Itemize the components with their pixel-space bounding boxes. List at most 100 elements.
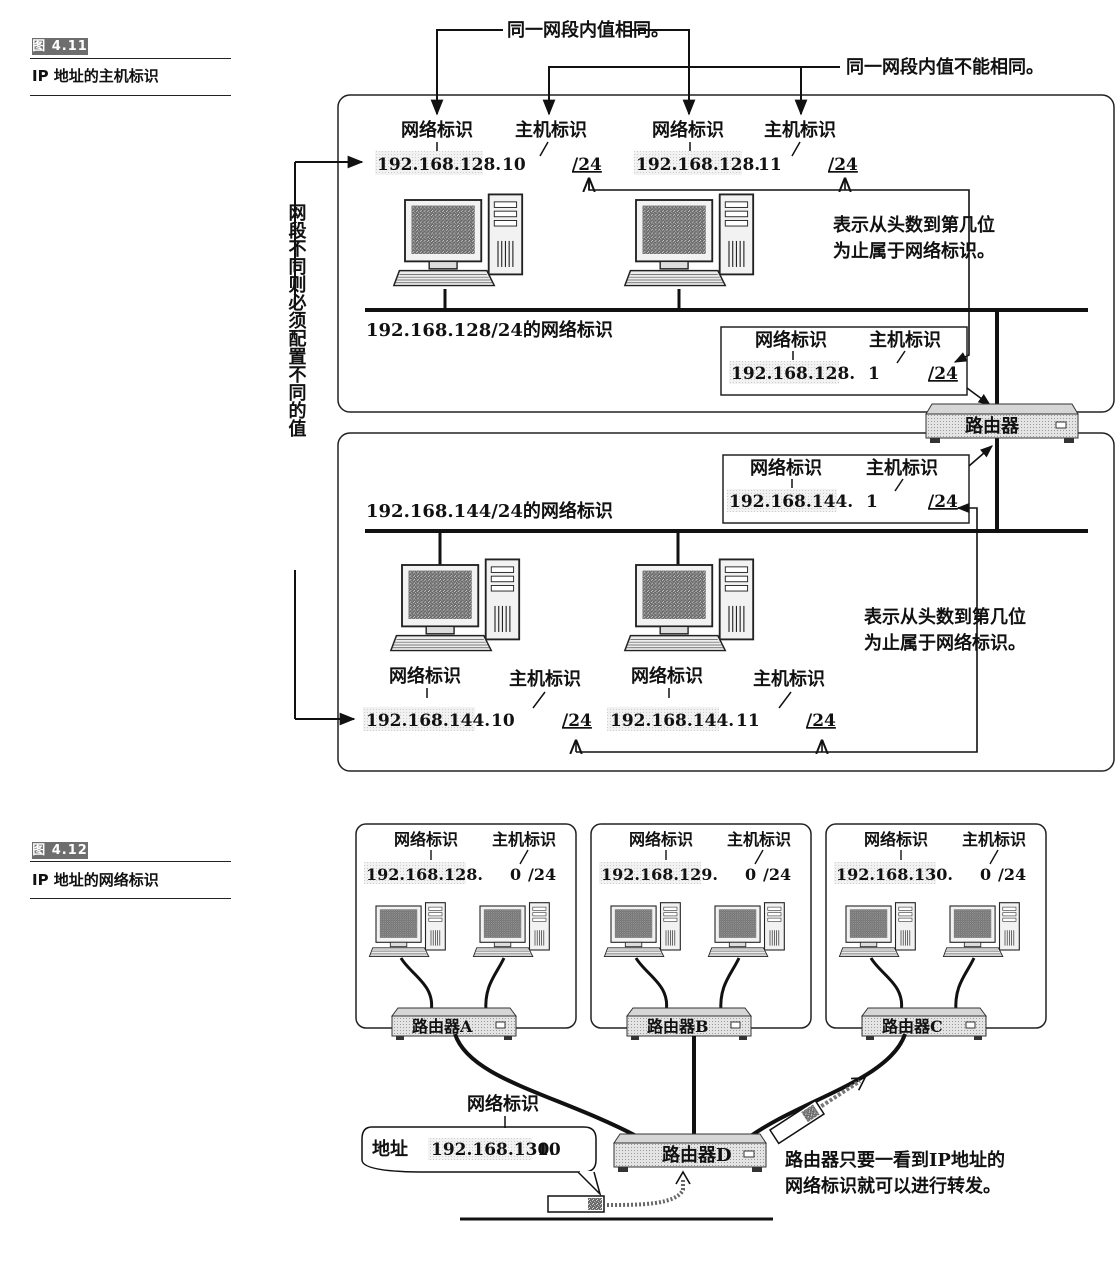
upper-pc1-host-label: 主机标识 xyxy=(515,119,587,141)
network-address: 192.168.128. xyxy=(366,865,483,884)
link-a-d xyxy=(453,1033,641,1140)
up-arrow xyxy=(675,1170,691,1185)
upper-router-net: 192.168.128. xyxy=(731,364,855,384)
upper-router-net-label: 网络标识 xyxy=(755,329,827,351)
network-box: 网络标识 主机标识 192.168.128. 0/24 路由器A xyxy=(355,823,577,1040)
caption-rule xyxy=(30,898,231,899)
upper-pc2-host-label: 主机标识 xyxy=(764,119,836,141)
prefix: /24 xyxy=(998,865,1026,884)
network-address: 192.168.129. xyxy=(601,865,718,884)
side-bracket xyxy=(294,155,364,726)
upper-router-host: 1 xyxy=(868,364,880,384)
note-same: 同一网段内值相同。 xyxy=(507,19,669,41)
prefix: /24 xyxy=(528,865,556,884)
host-label: 主机标识 xyxy=(492,830,556,849)
link-c-d xyxy=(746,1033,907,1140)
forward-note-2: 网络标识就可以进行转发。 xyxy=(785,1175,1001,1197)
network-address: 192.168.130. xyxy=(836,865,953,884)
lower-router-host: 1 xyxy=(866,492,878,512)
upper-pc2-host: 11 xyxy=(758,155,782,175)
prefix-note-upper-2: 为止属于网络标识。 xyxy=(833,240,995,262)
computer-icon xyxy=(603,902,681,958)
lower-pc2-net-label: 网络标识 xyxy=(631,665,703,687)
side-note: 网段不同则必须配置不同的值 xyxy=(286,203,308,438)
packet-icon xyxy=(547,1195,605,1213)
upper-pc2-net-label: 网络标识 xyxy=(652,119,724,141)
caption-rule xyxy=(30,58,231,59)
diff-value-bracket xyxy=(542,66,840,116)
router-icon xyxy=(925,403,1079,443)
lower-pc2-net: 192.168.144. xyxy=(610,711,734,731)
lower-pc1-net: 192.168.144. xyxy=(366,711,490,731)
figure-4-12-caption: IP 地址的网络标识 xyxy=(32,871,159,889)
lower-pc2-host: 11 xyxy=(736,711,760,731)
upper-pc2-prefix: /24 xyxy=(828,155,858,175)
lower-router-host-label: 主机标识 xyxy=(866,457,938,479)
lower-router-if-box xyxy=(722,454,970,524)
net-label: 网络标识 xyxy=(629,830,693,849)
computer-icon xyxy=(368,902,446,958)
computer-icon xyxy=(392,193,524,287)
upper-pc1-host: 10 xyxy=(502,155,526,175)
computer-icon xyxy=(838,902,916,958)
upper-segment-frame xyxy=(337,94,1115,413)
lower-segment-frame xyxy=(337,432,1115,772)
lower-router-prefix: /24 xyxy=(928,492,958,512)
upper-pc2-net: 192.168.128. xyxy=(636,155,760,175)
upper-segment-label: 192.168.128/24的网络标识 xyxy=(366,319,613,341)
router-label: 路由器C xyxy=(882,1017,943,1036)
address-host: 10 xyxy=(537,1140,561,1160)
note-diff: 同一网段内值不能相同。 xyxy=(846,56,1044,78)
host-zero: 0 xyxy=(745,865,756,884)
address-net-label: 网络标识 xyxy=(467,1093,539,1115)
host-label: 主机标识 xyxy=(727,830,791,849)
lower-pc2-host-label: 主机标识 xyxy=(753,668,825,690)
router-d-icon xyxy=(613,1133,767,1172)
figure-4-11-number: 图 4.11 xyxy=(32,38,88,55)
same-value-bracket xyxy=(430,29,696,116)
router-label: 路由器A xyxy=(412,1017,473,1036)
caption-rule xyxy=(30,861,231,862)
upper-pc1-net-label: 网络标识 xyxy=(401,119,473,141)
router-d-label: 路由器D xyxy=(662,1144,732,1166)
upper-router-host-label: 主机标识 xyxy=(869,329,941,351)
forwarded-packet-icon xyxy=(768,1077,867,1145)
figure-4-11-caption: IP 地址的主机标识 xyxy=(32,67,159,85)
address-net: 192.168.130. xyxy=(431,1140,555,1160)
host-zero: 0 xyxy=(980,865,991,884)
lower-router-net: 192.168.144. xyxy=(729,492,853,512)
lower-pc1-host: 10 xyxy=(491,711,515,731)
address-label: 地址 xyxy=(372,1138,408,1160)
caption-rule xyxy=(30,95,231,96)
prefix-note-lower-2: 为止属于网络标识。 xyxy=(864,632,1026,654)
upper-pc1-prefix: /24 xyxy=(572,155,602,175)
prefix-note-lower-1: 表示从头数到第几位 xyxy=(864,606,1026,628)
computer-icon xyxy=(472,902,550,958)
upper-router-if-box xyxy=(720,326,968,396)
computer-icon xyxy=(623,193,755,287)
router-label: 路由器B xyxy=(647,1017,709,1036)
computer-icon xyxy=(942,902,1020,958)
lower-segment-label: 192.168.144/24的网络标识 xyxy=(366,500,613,522)
computer-icon xyxy=(623,558,755,652)
lower-pc1-host-label: 主机标识 xyxy=(509,668,581,690)
prefix: /24 xyxy=(763,865,791,884)
net-label: 网络标识 xyxy=(864,830,928,849)
network-box: 网络标识主机标识192.168.130.0/24路由器C xyxy=(825,823,1047,1040)
computer-icon xyxy=(707,902,785,958)
host-zero: 0 xyxy=(510,865,521,884)
address-bubble xyxy=(361,1126,597,1173)
lower-pc2-prefix: /24 xyxy=(806,711,836,731)
router-label: 路由器 xyxy=(965,415,1020,437)
prefix-note-upper-1: 表示从头数到第几位 xyxy=(833,214,995,236)
figure-4-12-number: 图 4.12 xyxy=(32,842,88,859)
computer-icon xyxy=(389,558,521,652)
net-label: 网络标识 xyxy=(394,830,458,849)
upper-router-prefix: /24 xyxy=(928,364,958,384)
upper-pc1-net: 192.168.128. xyxy=(377,155,501,175)
lower-pc1-prefix: /24 xyxy=(562,711,592,731)
forward-note-1: 路由器只要一看到IP地址的 xyxy=(785,1149,1005,1171)
lower-router-net-label: 网络标识 xyxy=(750,457,822,479)
